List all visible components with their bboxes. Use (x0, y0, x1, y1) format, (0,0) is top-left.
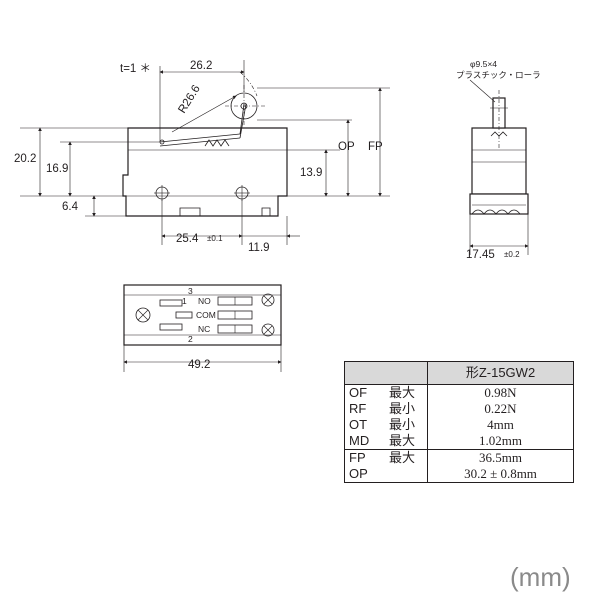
bottom-view: 3 1 2 NO COM NC 49.2 (123, 284, 282, 372)
param-name: OP (349, 466, 368, 481)
param-name: RF (349, 401, 367, 416)
dim-25-4: 25.4 (176, 233, 199, 245)
dim-17-45: 17.45 (466, 249, 495, 261)
side-view: t=1 ＊ 26.2 R26.6 20.2 16.9 6.4 13.9 OP (14, 60, 390, 254)
model-name: 形Z-15GW2 (427, 361, 574, 385)
param-cond: 最小 (389, 401, 416, 416)
dim-49-2: 49.2 (188, 359, 210, 371)
pin-1-label: 1 (182, 296, 187, 306)
tol-17-45: ±0.2 (504, 250, 520, 259)
dim-11-9: 11.9 (248, 242, 270, 254)
param-value: 0.22N (427, 401, 574, 417)
dim-r26-6: R26.6 (176, 83, 202, 115)
dim-6-4: 6.4 (62, 201, 79, 213)
screw-left (135, 307, 151, 323)
com-label: COM (196, 310, 216, 320)
param-name: OT (349, 417, 368, 432)
pin-3-label: 3 (188, 286, 193, 296)
pin-2-label: 2 (188, 334, 193, 344)
spec-row-fp: FP 最大 36.5mm (344, 449, 574, 466)
param-cond: 最小 (389, 417, 416, 432)
dim-26-2: 26.2 (190, 60, 212, 72)
mounting-hole-right (234, 185, 250, 201)
spec-table-header-row: 形Z-15GW2 (344, 361, 574, 385)
param-value: 36.5mm (427, 449, 574, 466)
no-label: NO (198, 296, 211, 306)
screw-top-right (261, 293, 275, 307)
spec-row-md: MD 最大 1.02mm (345, 433, 574, 450)
param-value: 0.98N (427, 384, 574, 401)
param-value: 30.2 ± 0.8mm (427, 466, 574, 483)
dim-13-9: 13.9 (300, 167, 322, 179)
dim-16-9: 16.9 (46, 163, 68, 175)
param-value: 1.02mm (427, 433, 574, 450)
param-cond: 最大 (389, 433, 416, 448)
dim-20-2: 20.2 (14, 153, 36, 165)
tol-25-4: ±0.1 (207, 234, 223, 243)
param-cond: 最大 (389, 450, 416, 465)
param-cond: 最大 (389, 385, 416, 400)
roller-material-label: プラスチック・ローラ (456, 70, 541, 80)
roller-size-label: φ9.5×4 (470, 59, 497, 69)
param-name: OF (349, 385, 368, 400)
spec-row-rf: RF 最小 0.22N (345, 401, 574, 417)
end-view: φ9.5×4 プラスチック・ローラ 17.45 ±0.2 (456, 59, 541, 261)
thickness-label: t=1 ＊ (120, 63, 151, 75)
dim-op: OP (338, 141, 355, 153)
param-value: 4mm (427, 417, 574, 433)
nc-label: NC (198, 324, 210, 334)
dim-fp: FP (368, 141, 383, 153)
param-name: MD (349, 433, 370, 448)
screw-bottom-right (261, 323, 275, 337)
unit-label: (mm) (510, 562, 571, 592)
spec-row-ot: OT 最小 4mm (345, 417, 574, 433)
roller (225, 85, 265, 125)
spec-row-of: OF 最大 0.98N (345, 384, 574, 401)
param-name: FP (349, 450, 366, 465)
spec-row-op: OP 30.2 ± 0.8mm (345, 466, 574, 483)
mounting-hole-left (154, 185, 170, 201)
